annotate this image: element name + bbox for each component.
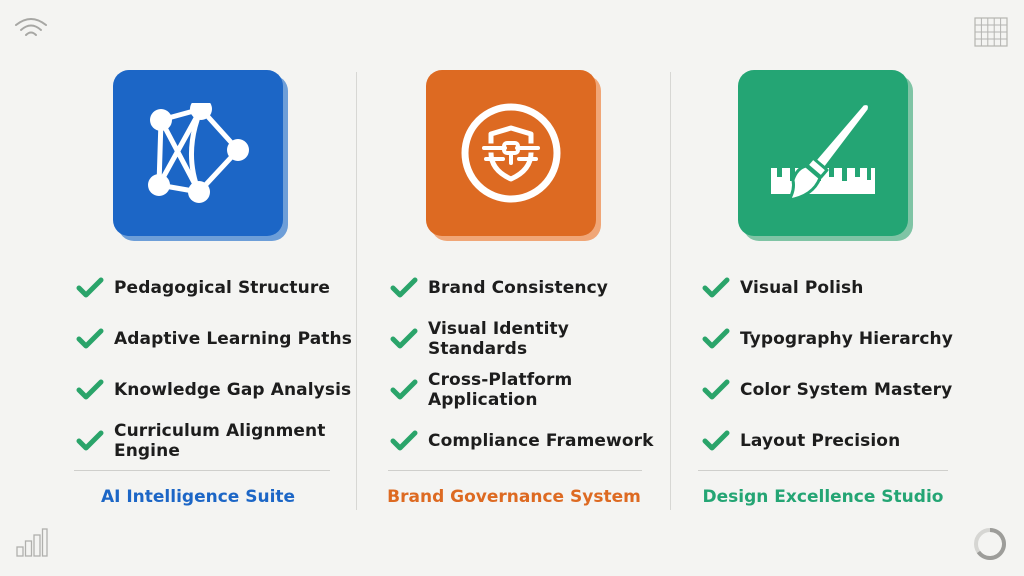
network-graph-icon [148,103,249,203]
check-icon [702,378,730,402]
section-rule [74,470,330,471]
check-icon [702,276,730,300]
feature-item: Compliance Framework [390,415,674,466]
feature-item: Layout Precision [702,415,953,466]
feature-item: Knowledge Gap Analysis [76,364,360,415]
section-rule [388,470,642,471]
feature-item: Typography Hierarchy [702,313,953,364]
feature-label: Pedagogical Structure [114,277,330,298]
progress-ring-icon [972,526,1008,562]
feature-item: Cross-Platform Application [390,364,674,415]
wifi-icon [14,16,48,40]
feature-label: Color System Mastery [740,379,953,400]
shield-badge-icon [461,103,561,203]
feature-item: Color System Mastery [702,364,953,415]
check-icon [390,378,418,402]
feature-label: Visual Identity Standards [428,318,569,359]
feature-label: Visual Polish [740,277,864,298]
design-excellence-icon-tile [738,70,908,236]
feature-list: Brand Consistency Visual Identity Standa… [390,262,674,466]
feature-label: Knowledge Gap Analysis [114,379,352,400]
paintbrush-ruler-icon [771,102,875,202]
ai-suite-icon-tile [113,70,283,236]
ai-suite-tile [113,70,289,242]
brand-governance-icon-tile [426,70,596,236]
feature-label: Cross-Platform Application [428,369,573,410]
feature-item: Pedagogical Structure [76,262,360,313]
check-icon [76,429,104,453]
check-icon [390,276,418,300]
suite-title: Design Excellence Studio [702,487,944,507]
feature-item: Brand Consistency [390,262,674,313]
feature-label: Curriculum Alignment Engine [114,420,326,461]
check-icon [76,276,104,300]
suite-title: AI Intelligence Suite [100,487,296,507]
feature-item: Visual Identity Standards [390,313,674,364]
feature-label: Layout Precision [740,430,901,451]
bar-chart-icon [16,527,48,557]
feature-label: Compliance Framework [428,430,654,451]
column-divider [670,72,671,510]
feature-label: Typography Hierarchy [740,328,953,349]
brand-governance-system-column: Brand Consistency Visual Identity Standa… [374,0,674,576]
design-excellence-studio-column: Visual Polish Typography Hierarchy Color… [686,0,986,576]
suite-title: Brand Governance System [387,487,641,507]
check-icon [390,429,418,453]
section-rule [698,470,948,471]
feature-label: Brand Consistency [428,277,608,298]
design-excellence-tile [738,70,914,242]
check-icon [702,429,730,453]
check-icon [76,378,104,402]
brand-governance-tile [426,70,602,242]
check-icon [702,327,730,351]
feature-item: Curriculum Alignment Engine [76,415,360,466]
ai-intelligence-suite-column: Pedagogical Structure Adaptive Learning … [60,0,360,576]
column-divider [356,72,357,510]
feature-list: Pedagogical Structure Adaptive Learning … [76,262,360,466]
feature-label: Adaptive Learning Paths [114,328,352,349]
grid-icon [974,17,1008,47]
feature-item: Visual Polish [702,262,953,313]
feature-item: Adaptive Learning Paths [76,313,360,364]
check-icon [390,327,418,351]
feature-list: Visual Polish Typography Hierarchy Color… [702,262,953,466]
check-icon [76,327,104,351]
